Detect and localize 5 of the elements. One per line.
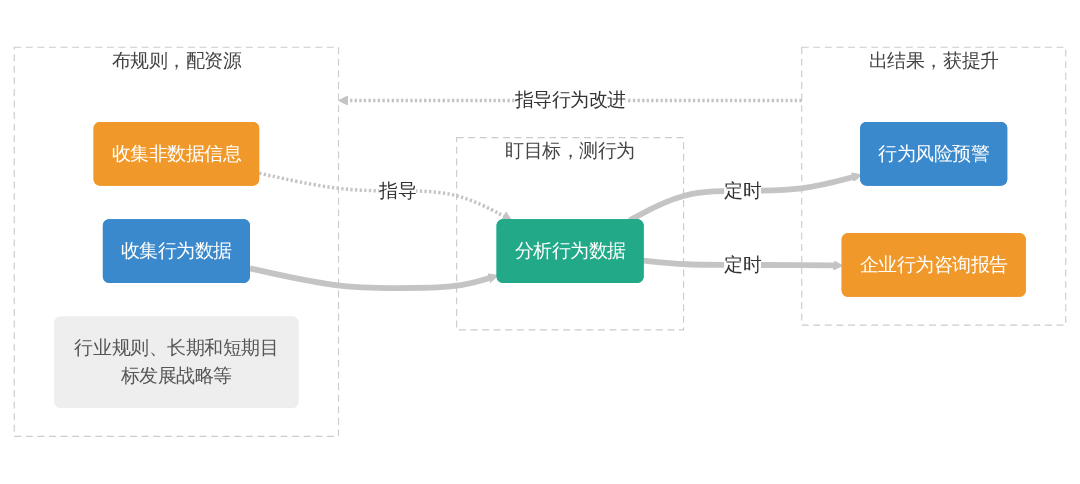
edge-label: 指导 [379,179,417,202]
edge-label: 指导行为改进 [514,89,626,112]
arrow [249,265,499,292]
edge-label: 定时 [724,253,762,276]
edge-label: 定时 [724,179,762,202]
